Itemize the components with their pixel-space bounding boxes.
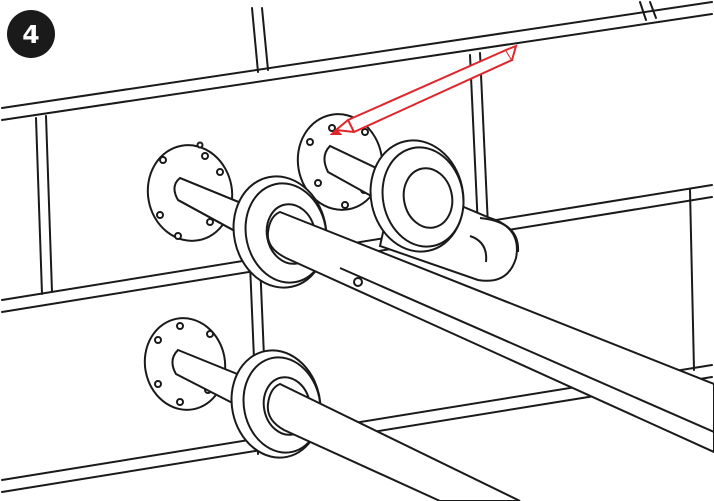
step-number-badge: 4 bbox=[7, 10, 55, 58]
pencil-icon bbox=[329, 44, 518, 135]
upper-grab-bar bbox=[266, 210, 714, 454]
lower-grab-bar bbox=[266, 382, 521, 501]
rosette-upper-right bbox=[369, 139, 465, 253]
step-number: 4 bbox=[22, 19, 40, 49]
